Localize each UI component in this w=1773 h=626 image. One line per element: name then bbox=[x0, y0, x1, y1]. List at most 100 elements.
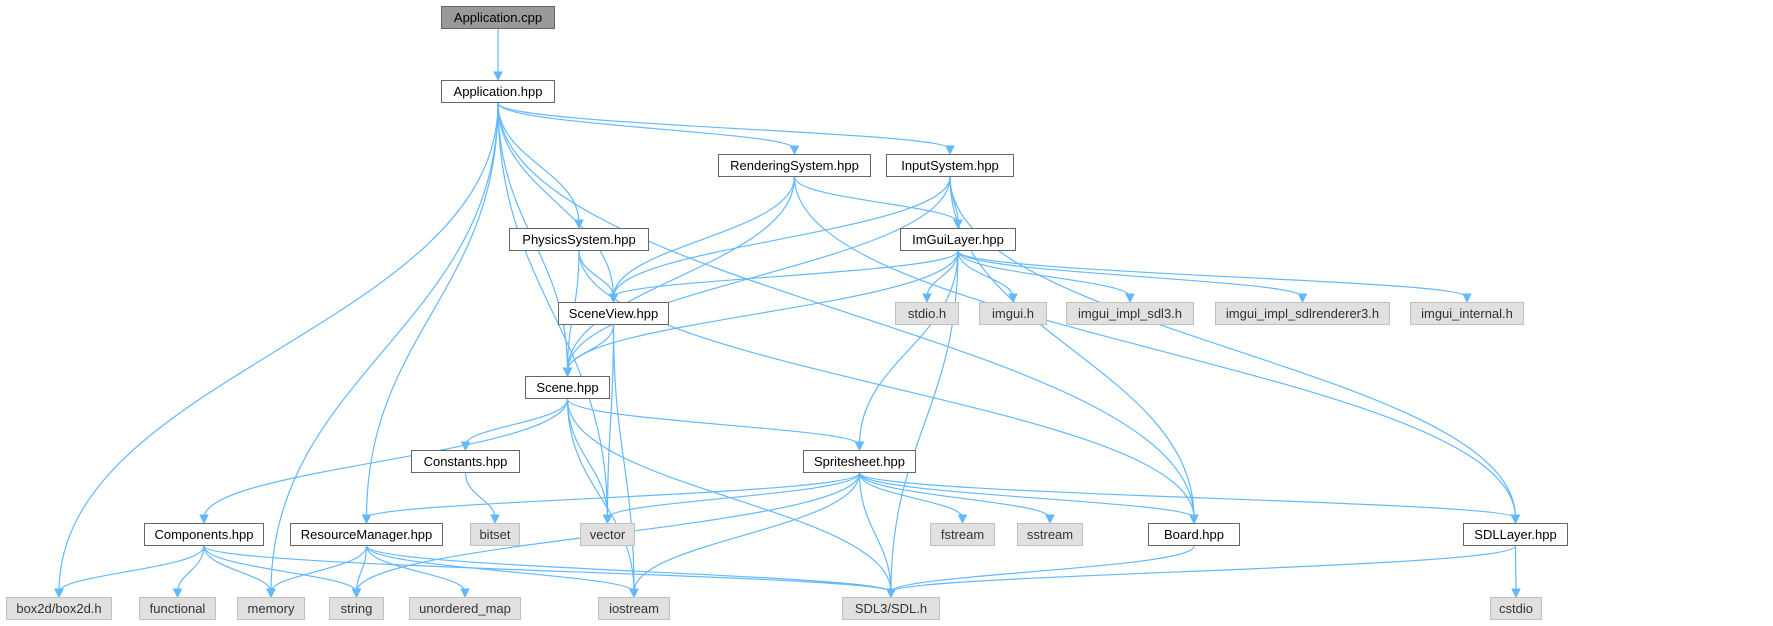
edge-scene_hpp-to-iostream bbox=[566, 398, 635, 593]
node-sdl-layer-hpp[interactable]: SDLLayer.hpp bbox=[1463, 523, 1568, 546]
arrowhead-imgui_layer_hpp-to-imgui_h bbox=[1008, 293, 1018, 304]
edge-spritesheet_hpp-to-fstream bbox=[858, 472, 964, 519]
edge-scene_hpp-to-vector bbox=[566, 398, 609, 519]
node-vector: vector bbox=[580, 523, 635, 546]
edge-rendering_system_hpp-to-scene_view_hpp bbox=[612, 176, 796, 298]
arrowhead-imgui_layer_hpp-to-imgui_internal_h bbox=[1462, 293, 1472, 304]
edge-spritesheet_hpp-to-vector bbox=[606, 472, 861, 519]
edge-spritesheet_hpp-to-resource_manager_hpp bbox=[365, 472, 861, 519]
arrowhead-imgui_layer_hpp-to-imgui_impl_sdlrenderer3_h bbox=[1297, 293, 1308, 304]
node-board-hpp[interactable]: Board.hpp bbox=[1148, 523, 1240, 546]
edge-input_system_hpp-to-scene_hpp bbox=[566, 176, 951, 372]
edge-scene_view_hpp-to-iostream bbox=[612, 324, 635, 593]
node-rendering-system-hpp[interactable]: RenderingSystem.hpp bbox=[718, 154, 871, 177]
edge-imgui_layer_hpp-to-scene_view_hpp bbox=[612, 250, 959, 298]
edge-application_hpp-to-board_hpp bbox=[497, 102, 1195, 519]
node-sdl3-sdl-h: SDL3/SDL.h bbox=[842, 597, 940, 620]
edge-imgui_layer_hpp-to-imgui_h bbox=[957, 250, 1014, 298]
node-memory: memory bbox=[237, 597, 305, 620]
node-application-cpp: Application.cpp bbox=[441, 6, 555, 29]
edge-components_hpp-to-functional bbox=[176, 545, 205, 593]
node-spritesheet-hpp[interactable]: Spritesheet.hpp bbox=[803, 450, 916, 473]
arrowhead-scene_hpp-to-spritesheet_hpp bbox=[854, 441, 865, 452]
edge-rendering_system_hpp-to-scene_hpp bbox=[566, 176, 796, 372]
arrowhead-resource_manager_hpp-to-string bbox=[351, 588, 362, 599]
arrowhead-application_cpp-to-application_hpp bbox=[493, 71, 503, 82]
arrowhead-components_hpp-to-functional bbox=[172, 588, 183, 599]
edge-application_hpp-to-resource_manager_hpp bbox=[365, 102, 499, 519]
edge-resource_manager_hpp-to-memory bbox=[270, 545, 368, 593]
arrowhead-sdl_layer_hpp-to-sdl_h bbox=[886, 588, 896, 599]
arrowhead-application_hpp-to-rendering_system_hpp bbox=[789, 145, 800, 156]
node-stdio-h: stdio.h bbox=[895, 302, 959, 325]
node-unordered-map: unordered_map bbox=[409, 597, 521, 620]
node-imgui-impl-sdl3-h: imgui_impl_sdl3.h bbox=[1066, 302, 1194, 325]
edge-physics_system_hpp-to-scene_view_hpp bbox=[578, 250, 615, 298]
node-box2d-h: box2d/box2d.h bbox=[6, 597, 112, 620]
node-application-hpp[interactable]: Application.hpp bbox=[441, 80, 555, 103]
node-components-hpp[interactable]: Components.hpp bbox=[144, 523, 264, 546]
node-resource-manager-hpp[interactable]: ResourceManager.hpp bbox=[290, 523, 443, 546]
edge-spritesheet_hpp-to-sdl_layer_hpp bbox=[858, 472, 1517, 519]
node-sstream: sstream bbox=[1017, 523, 1083, 546]
arrowhead-resource_manager_hpp-to-iostream bbox=[629, 588, 639, 599]
edge-resource_manager_hpp-to-iostream bbox=[365, 545, 635, 593]
edge-components_hpp-to-box2d_h bbox=[58, 545, 205, 593]
edge-application_hpp-to-vector bbox=[497, 102, 609, 519]
edge-scene_hpp-to-sdl_h bbox=[566, 398, 892, 593]
arrowhead-sdl_layer_hpp-to-cstdio bbox=[1511, 588, 1521, 599]
edge-components_hpp-to-memory bbox=[203, 545, 272, 593]
edge-board_hpp-to-sdl_h bbox=[890, 545, 1195, 593]
node-imgui-impl-sdlrenderer3-h: imgui_impl_sdlrenderer3.h bbox=[1215, 302, 1390, 325]
node-imgui-internal-h: imgui_internal.h bbox=[1410, 302, 1524, 325]
edge-resource_manager_hpp-to-unordered_map bbox=[365, 545, 466, 593]
arrowhead-scene_hpp-to-components_hpp bbox=[199, 514, 209, 525]
node-physics-system-hpp[interactable]: PhysicsSystem.hpp bbox=[509, 228, 649, 251]
edge-sdl_layer_hpp-to-sdl_h bbox=[890, 545, 1517, 593]
edge-application_hpp-to-scene_view_hpp bbox=[497, 102, 615, 298]
node-scene-hpp[interactable]: Scene.hpp bbox=[525, 376, 610, 399]
edge-input_system_hpp-to-scene_view_hpp bbox=[612, 176, 951, 298]
arrowhead-resource_manager_hpp-to-memory bbox=[266, 588, 276, 599]
edge-input_system_hpp-to-sdl_layer_hpp bbox=[949, 176, 1517, 519]
node-fstream: fstream bbox=[930, 523, 995, 546]
edge-components_hpp-to-sdl_h bbox=[203, 545, 892, 593]
edge-scene_hpp-to-components_hpp bbox=[203, 398, 569, 519]
arrowhead-scene_view_hpp-to-scene_hpp bbox=[562, 367, 573, 378]
edge-application_hpp-to-physics_system_hpp bbox=[497, 102, 580, 224]
edge-constants_hpp-to-bitset bbox=[464, 472, 496, 519]
edge-scene_view_hpp-to-vector bbox=[606, 324, 615, 519]
node-cstdio: cstdio bbox=[1490, 597, 1542, 620]
node-scene-view-hpp[interactable]: SceneView.hpp bbox=[558, 302, 669, 325]
arrowhead-spritesheet_hpp-to-sstream bbox=[1045, 514, 1055, 525]
edge-application_hpp-to-box2d_h bbox=[58, 102, 499, 593]
edge-scene_view_hpp-to-scene_hpp bbox=[566, 324, 615, 372]
arrowhead-spritesheet_hpp-to-sdl_layer_hpp bbox=[1510, 514, 1521, 525]
edge-resource_manager_hpp-to-sdl_h bbox=[365, 545, 892, 593]
edge-application_hpp-to-memory bbox=[270, 102, 499, 593]
edge-spritesheet_hpp-to-sdl_h bbox=[858, 472, 892, 593]
arrowhead-imgui_layer_hpp-to-stdio_h bbox=[922, 293, 932, 304]
edge-sdl_layer_hpp-to-cstdio bbox=[1514, 545, 1517, 593]
edge-scene_hpp-to-spritesheet_hpp bbox=[566, 398, 861, 446]
node-input-system-hpp[interactable]: InputSystem.hpp bbox=[886, 154, 1014, 177]
edge-application_hpp-to-rendering_system_hpp bbox=[497, 102, 796, 150]
node-string: string bbox=[329, 597, 384, 620]
edge-rendering_system_hpp-to-imgui_layer_hpp bbox=[793, 176, 959, 224]
node-functional: functional bbox=[139, 597, 216, 620]
node-iostream: iostream bbox=[598, 597, 670, 620]
node-constants-hpp[interactable]: Constants.hpp bbox=[411, 450, 520, 473]
arrowhead-spritesheet_hpp-to-fstream bbox=[957, 514, 968, 525]
edge-spritesheet_hpp-to-iostream bbox=[633, 472, 861, 593]
arrowhead-resource_manager_hpp-to-unordered_map bbox=[460, 588, 470, 599]
arrowhead-constants_hpp-to-bitset bbox=[490, 514, 500, 525]
edge-imgui_layer_hpp-to-imgui_impl_sdlrenderer3_h bbox=[957, 250, 1304, 298]
edge-scene_hpp-to-constants_hpp bbox=[464, 398, 569, 446]
edge-spritesheet_hpp-to-board_hpp bbox=[858, 472, 1195, 519]
node-imgui-h: imgui.h bbox=[979, 302, 1047, 325]
edge-imgui_layer_hpp-to-imgui_impl_sdl3_h bbox=[957, 250, 1131, 298]
node-imgui-layer-hpp[interactable]: ImGuiLayer.hpp bbox=[900, 228, 1016, 251]
arrowhead-application_hpp-to-input_system_hpp bbox=[945, 145, 955, 156]
